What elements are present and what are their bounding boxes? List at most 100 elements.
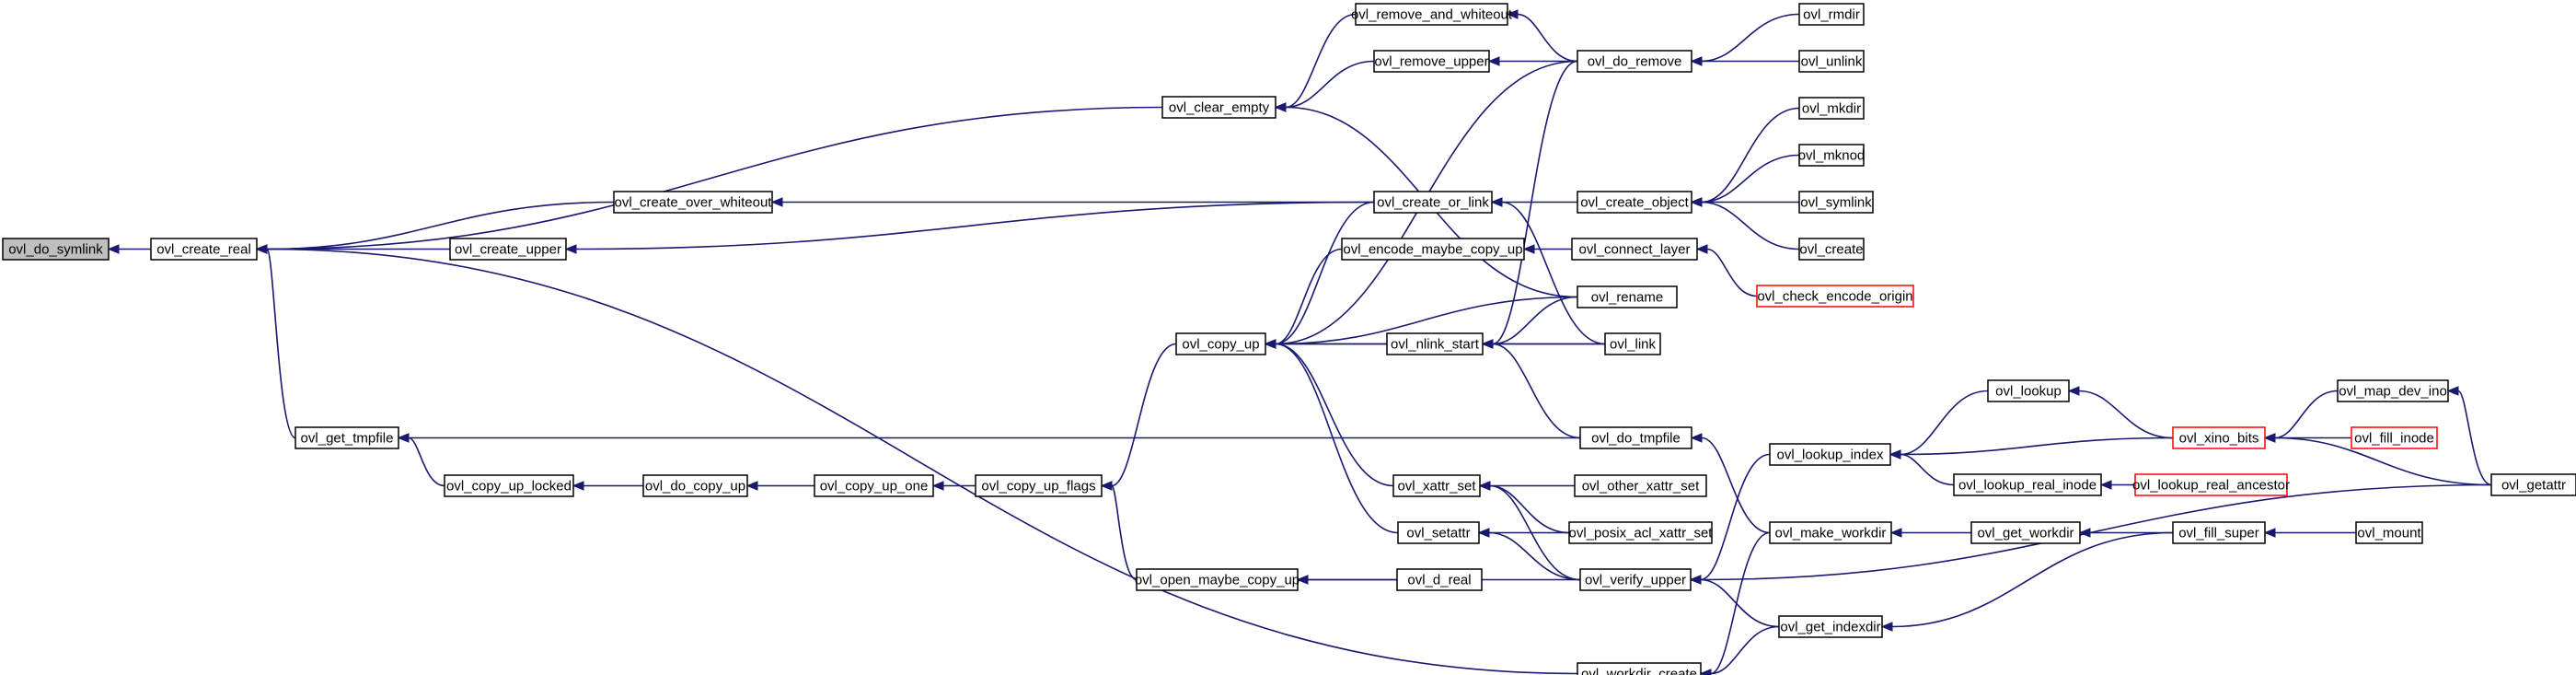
node-ovl_posix_acl_xattr_set[interactable]: ovl_posix_acl_xattr_set: [1568, 521, 1714, 544]
node-box[interactable]: [2172, 426, 2266, 449]
node-ovl_check_encode_origin[interactable]: ovl_check_encode_origin: [1756, 285, 1914, 308]
node-ovl_get_tmpfile[interactable]: ovl_get_tmpfile: [295, 426, 399, 449]
node-ovl_link[interactable]: ovl_link: [1604, 332, 1661, 355]
node-box[interactable]: [1396, 568, 1483, 591]
node-ovl_create_or_link[interactable]: ovl_create_or_link: [1373, 191, 1493, 214]
node-ovl_map_dev_ino[interactable]: ovl_map_dev_ino: [2337, 379, 2449, 402]
node-ovl_copy_up_locked[interactable]: ovl_copy_up_locked: [444, 474, 574, 497]
node-box[interactable]: [1579, 426, 1692, 449]
node-box[interactable]: [1798, 50, 1865, 73]
node-box[interactable]: [2351, 426, 2438, 449]
node-box[interactable]: [1574, 474, 1707, 497]
node-ovl_clear_empty[interactable]: ovl_clear_empty: [1161, 96, 1276, 119]
node-box[interactable]: [1798, 3, 1865, 26]
node-ovl_remove_upper[interactable]: ovl_remove_upper: [1373, 50, 1490, 73]
node-box[interactable]: [814, 474, 934, 497]
node-ovl_xattr_set[interactable]: ovl_xattr_set: [1392, 474, 1481, 497]
node-box[interactable]: [1568, 521, 1713, 544]
node-box[interactable]: [1355, 3, 1508, 26]
node-ovl_copy_up_one[interactable]: ovl_copy_up_one: [814, 474, 934, 497]
node-ovl_rename[interactable]: ovl_rename: [1577, 285, 1678, 308]
node-box[interactable]: [1778, 615, 1883, 638]
node-box[interactable]: [1577, 662, 1702, 675]
node-box[interactable]: [1769, 443, 1891, 466]
node-box[interactable]: [1386, 332, 1484, 355]
node-box[interactable]: [642, 474, 748, 497]
node-ovl_create_real[interactable]: ovl_create_real: [150, 238, 258, 261]
node-ovl_create_object[interactable]: ovl_create_object: [1577, 191, 1692, 214]
node-box[interactable]: [1577, 50, 1692, 73]
node-ovl_lookup[interactable]: ovl_lookup: [1987, 379, 2070, 402]
node-box[interactable]: [2, 238, 110, 261]
node-box[interactable]: [150, 238, 258, 261]
node-ovl_encode_maybe_copy_up[interactable]: ovl_encode_maybe_copy_up: [1341, 238, 1525, 261]
node-box[interactable]: [1579, 568, 1692, 591]
node-box[interactable]: [2134, 473, 2288, 496]
node-ovl_make_workdir[interactable]: ovl_make_workdir: [1769, 521, 1892, 544]
node-box[interactable]: [1953, 473, 2102, 496]
node-ovl_remove_and_whiteout[interactable]: ovl_remove_and_whiteout: [1351, 3, 1513, 26]
node-ovl_connect_layer[interactable]: ovl_connect_layer: [1571, 238, 1698, 261]
node-ovl_lookup_real_inode[interactable]: ovl_lookup_real_inode: [1953, 473, 2102, 496]
node-box[interactable]: [1798, 144, 1865, 167]
node-ovl_other_xattr_set[interactable]: ovl_other_xattr_set: [1574, 474, 1707, 497]
node-ovl_d_real[interactable]: ovl_d_real: [1396, 568, 1483, 591]
node-box[interactable]: [1571, 238, 1698, 261]
node-box[interactable]: [2337, 379, 2449, 402]
node-ovl_mknod[interactable]: ovl_mknod: [1798, 144, 1866, 167]
node-ovl_nlink_start[interactable]: ovl_nlink_start: [1386, 332, 1484, 355]
node-box[interactable]: [1769, 521, 1892, 544]
node-box[interactable]: [1756, 285, 1914, 308]
node-ovl_mkdir[interactable]: ovl_mkdir: [1798, 97, 1865, 120]
node-ovl_symlink[interactable]: ovl_symlink: [1798, 191, 1874, 214]
node-box[interactable]: [1987, 379, 2070, 402]
node-box[interactable]: [1798, 97, 1865, 120]
node-ovl_get_workdir[interactable]: ovl_get_workdir: [1970, 521, 2081, 544]
node-box[interactable]: [1970, 521, 2081, 544]
node-box[interactable]: [1798, 238, 1865, 261]
node-ovl_create_over_whiteout[interactable]: ovl_create_over_whiteout: [613, 191, 773, 214]
node-box[interactable]: [1341, 238, 1525, 261]
node-box[interactable]: [1373, 50, 1490, 73]
node-ovl_copy_up_flags[interactable]: ovl_copy_up_flags: [975, 474, 1103, 497]
node-box[interactable]: [1604, 332, 1661, 355]
node-ovl_rmdir[interactable]: ovl_rmdir: [1798, 3, 1865, 26]
node-ovl_copy_up[interactable]: ovl_copy_up: [1175, 332, 1266, 355]
node-ovl_get_indexdir[interactable]: ovl_get_indexdir: [1778, 615, 1883, 638]
node-ovl_xino_bits[interactable]: ovl_xino_bits: [2172, 426, 2266, 449]
node-box[interactable]: [2172, 521, 2266, 544]
node-ovl_open_maybe_copy_up[interactable]: ovl_open_maybe_copy_up: [1135, 568, 1300, 591]
node-box[interactable]: [2490, 473, 2576, 496]
node-ovl_getattr[interactable]: ovl_getattr: [2490, 473, 2576, 496]
node-box[interactable]: [449, 238, 567, 261]
node-ovl_create[interactable]: ovl_create: [1798, 238, 1865, 261]
node-box[interactable]: [1392, 474, 1481, 497]
node-box[interactable]: [1577, 191, 1692, 214]
node-box[interactable]: [444, 474, 574, 497]
node-box[interactable]: [1577, 285, 1678, 308]
node-ovl_do_symlink[interactable]: ovl_do_symlink: [2, 238, 110, 261]
node-box[interactable]: [613, 191, 773, 214]
node-ovl_lookup_real_ancestor[interactable]: ovl_lookup_real_ancestor: [2132, 473, 2290, 496]
node-ovl_mount[interactable]: ovl_mount: [2355, 521, 2423, 544]
node-box[interactable]: [2355, 521, 2423, 544]
node-ovl_verify_upper[interactable]: ovl_verify_upper: [1579, 568, 1692, 591]
node-ovl_do_tmpfile[interactable]: ovl_do_tmpfile: [1579, 426, 1692, 449]
node-box[interactable]: [1397, 521, 1480, 544]
node-ovl_do_copy_up[interactable]: ovl_do_copy_up: [642, 474, 748, 497]
node-ovl_create_upper[interactable]: ovl_create_upper: [449, 238, 567, 261]
node-ovl_setattr[interactable]: ovl_setattr: [1397, 521, 1480, 544]
node-box[interactable]: [1161, 96, 1276, 119]
node-ovl_do_remove[interactable]: ovl_do_remove: [1577, 50, 1692, 73]
node-ovl_workdir_create[interactable]: ovl_workdir_create: [1577, 662, 1702, 675]
node-ovl_lookup_index[interactable]: ovl_lookup_index: [1769, 443, 1891, 466]
node-box[interactable]: [1175, 332, 1266, 355]
node-box[interactable]: [975, 474, 1103, 497]
node-ovl_fill_inode[interactable]: ovl_fill_inode: [2351, 426, 2438, 449]
node-box[interactable]: [1373, 191, 1493, 214]
node-ovl_fill_super[interactable]: ovl_fill_super: [2172, 521, 2266, 544]
node-box[interactable]: [295, 426, 399, 449]
node-box[interactable]: [1136, 568, 1299, 591]
node-ovl_unlink[interactable]: ovl_unlink: [1798, 50, 1865, 73]
node-box[interactable]: [1798, 191, 1874, 214]
